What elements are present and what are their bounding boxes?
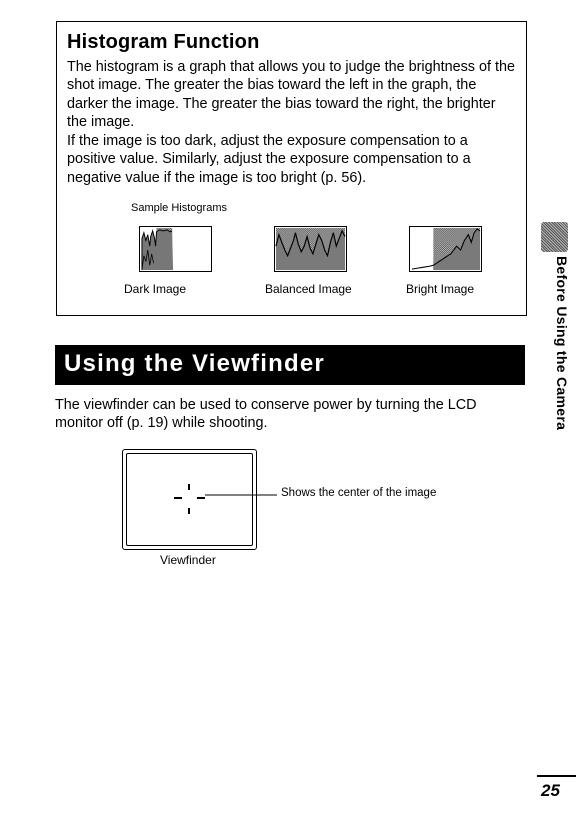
chapter-side-label: Before Using the Camera (554, 256, 570, 431)
section-title: Using the Viewfinder (64, 350, 325, 377)
histogram-paragraph-2: If the image is too dark, adjust the exp… (67, 133, 471, 186)
viewfinder-caption: Viewfinder (160, 553, 216, 567)
page-number: 25 (541, 781, 560, 800)
page-number-rule (537, 775, 576, 777)
bright-image-caption: Bright Image (406, 282, 475, 296)
histogram-function-box: Histogram Function The histogram is a gr… (56, 21, 527, 316)
section-header-bar: Using the Viewfinder (55, 345, 525, 385)
dark-histogram-image (139, 226, 212, 272)
viewfinder-frame (122, 449, 257, 550)
chapter-tab-marker (541, 222, 568, 252)
bright-histogram-image (409, 226, 482, 272)
histogram-box-title: Histogram Function (67, 31, 260, 53)
balanced-image-caption: Balanced Image (265, 282, 352, 296)
balanced-histogram-image (274, 226, 347, 272)
histogram-paragraph-1: The histogram is a graph that allows you… (67, 59, 515, 131)
sample-histograms-title: Sample Histograms (131, 202, 227, 214)
center-callout-label: Shows the center of the image (281, 487, 437, 499)
viewfinder-description: The viewfinder can be used to conserve p… (55, 397, 477, 432)
dark-image-caption: Dark Image (124, 282, 187, 296)
viewfinder-inner-frame (126, 453, 253, 546)
